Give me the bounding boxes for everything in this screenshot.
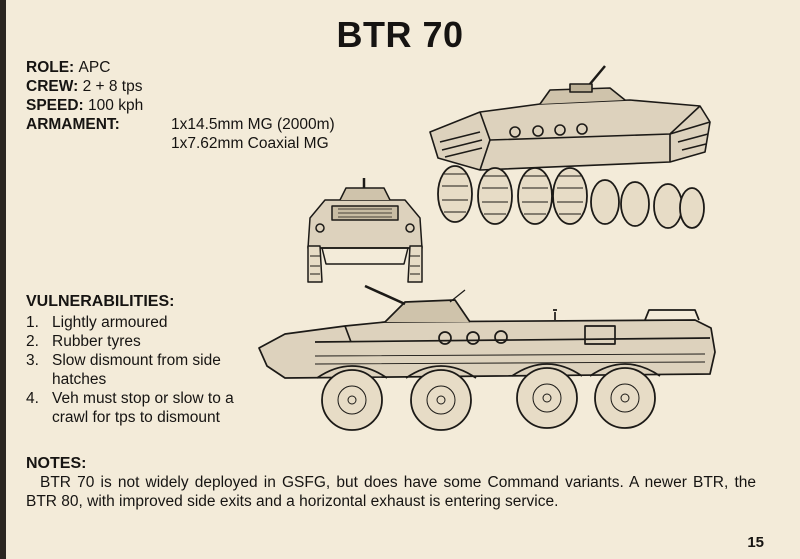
notes-text: BTR 70 is not widely deployed in GSFG, b… <box>26 474 756 510</box>
spec-crew: CREW: 2 + 8 tps <box>26 77 143 96</box>
vulnerability-text: Veh must stop or slow to a crawl for tps… <box>52 390 234 426</box>
spec-role-label: ROLE: <box>26 59 75 76</box>
spec-armament-label: ARMAMENT: <box>26 116 120 133</box>
vulnerability-number: 4. <box>26 390 39 407</box>
btr70-side-view-illustration <box>258 284 716 431</box>
vulnerability-item: 4. Veh must stop or slow to a crawl for … <box>26 389 256 427</box>
spec-speed-value: 100 kph <box>88 97 144 114</box>
spec-armament-values: 1x14.5mm MG (2000m) 1x7.62mm Coaxial MG <box>171 115 335 153</box>
page-edge <box>0 0 6 559</box>
vulnerability-item: 1. Lightly armoured <box>26 313 256 332</box>
vulnerability-item: 3. Slow dismount from side hatches <box>26 351 256 389</box>
vulnerability-text: Slow dismount from side hatches <box>52 352 221 388</box>
vulnerabilities-list: 1. Lightly armoured 2. Rubber tyres 3. S… <box>26 313 256 427</box>
vulnerabilities-heading: VULNERABILITIES: <box>26 293 175 310</box>
vulnerability-text: Lightly armoured <box>52 314 168 331</box>
spec-speed-label: SPEED: <box>26 97 84 114</box>
btr70-front-view-illustration <box>307 178 423 283</box>
vulnerability-number: 1. <box>26 314 39 331</box>
spec-block: ROLE: APC CREW: 2 + 8 tps SPEED: 100 kph… <box>26 58 335 153</box>
spec-armament: ARMAMENT: 1x14.5mm MG (2000m) 1x7.62mm C… <box>26 115 335 153</box>
notes-heading: NOTES: <box>26 455 87 472</box>
page-number: 15 <box>747 534 764 551</box>
notes-section: NOTES: BTR 70 is not widely deployed in … <box>26 454 756 511</box>
vulnerability-number: 3. <box>26 352 39 369</box>
spec-role: ROLE: APC <box>26 58 143 77</box>
vulnerability-item: 2. Rubber tyres <box>26 332 256 351</box>
vulnerabilities-section: VULNERABILITIES: 1. Lightly armoured 2. … <box>26 292 256 427</box>
spec-speed: SPEED: 100 kph <box>26 96 143 115</box>
spec-crew-label: CREW: <box>26 78 79 95</box>
vulnerability-number: 2. <box>26 333 39 350</box>
vulnerability-text: Rubber tyres <box>52 333 141 350</box>
spec-role-value: APC <box>78 59 111 76</box>
page-title: BTR 70 <box>336 14 464 55</box>
spec-armament-value-1: 1x14.5mm MG (2000m) <box>171 116 335 133</box>
spec-crew-value: 2 + 8 tps <box>82 78 143 95</box>
btr70-three-quarter-view-illustration <box>429 65 711 229</box>
spec-armament-value-2: 1x7.62mm Coaxial MG <box>171 135 329 152</box>
